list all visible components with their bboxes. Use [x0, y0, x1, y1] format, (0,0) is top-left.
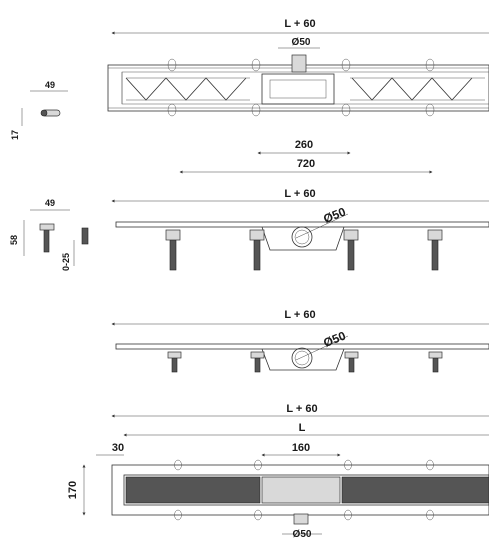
top-view-outer-label: 720 — [297, 158, 315, 170]
foot-height-label: 58 — [9, 235, 19, 245]
top-view-inner-label: 260 — [295, 139, 313, 151]
elevation-2-outlet-label: Ø50 — [321, 328, 348, 350]
elevation-1: L + 60 Ø50 49 58 0-25 — [9, 188, 489, 271]
plan-depth-label: 170 — [67, 481, 79, 499]
adjust-range-label: 0-25 — [61, 253, 71, 271]
elevation-1-outlet-label: Ø50 — [321, 204, 348, 226]
plan-outlet-label: Ø50 — [293, 529, 312, 540]
plan-margin-label: 30 — [112, 442, 124, 454]
outlet-pipe-top — [291, 54, 307, 73]
foot-detail — [43, 227, 50, 253]
elevation-2-outlet — [291, 347, 313, 369]
plan-grate-right — [341, 476, 489, 504]
elevation-1-outlet — [291, 226, 313, 248]
plan-brackets — [174, 459, 434, 521]
side-detail-width-label: 49 — [45, 80, 55, 90]
center-sump — [261, 73, 335, 105]
elevation-2-sump — [261, 348, 345, 371]
top-view-inner-frame — [121, 71, 489, 105]
foot-width-label: 49 — [45, 198, 55, 208]
top-view-outlet-label: Ø50 — [292, 37, 311, 48]
elevation-2-feet — [167, 351, 443, 373]
plan-sump-cover — [261, 476, 341, 504]
plan-outlet-pipe — [293, 513, 309, 525]
elevation-2-width-label: L + 60 — [284, 309, 315, 321]
plan-inner-label: L — [299, 422, 306, 434]
side-detail: 49 17 — [10, 80, 68, 140]
elevation-1-feet — [165, 229, 443, 271]
truss-left — [125, 77, 247, 101]
elevation-1-width-label: L + 60 — [284, 188, 315, 200]
elevation-2-channel — [115, 343, 489, 350]
side-detail-height-label: 17 — [10, 130, 20, 140]
plan-outer-label: L + 60 — [286, 403, 317, 415]
plan-view: L + 60 L 30 160 170 Ø50 — [67, 403, 489, 540]
elevation-2: L + 60 Ø50 — [111, 309, 489, 373]
plan-center-label: 160 — [292, 442, 310, 454]
top-view-width-label: L + 60 — [284, 18, 315, 30]
plan-grate — [123, 474, 489, 506]
top-view: L + 60 Ø50 260 720 — [107, 18, 489, 174]
elevation-1-channel — [115, 221, 489, 228]
plan-grate-left — [125, 476, 261, 504]
elevation-1-sump — [261, 226, 345, 251]
truss-right — [351, 77, 473, 101]
